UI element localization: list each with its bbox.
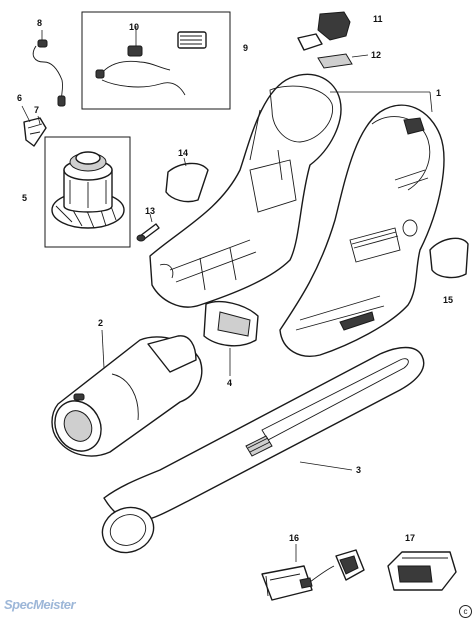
part-3-nozzle (101, 346, 425, 554)
callout-12: 12 (371, 50, 381, 60)
part-6-7-switch-bracket (21, 105, 47, 147)
part-15-pad (429, 237, 469, 279)
part-16-charger (261, 544, 365, 601)
callout-9: 9 (243, 43, 248, 53)
watermark-logo: SpecMeister (4, 597, 76, 612)
part-10-wiring-harness (95, 26, 207, 96)
part-5-motor-box (44, 136, 131, 248)
part-1-housing-right (279, 104, 445, 357)
callout-11: 11 (373, 14, 383, 24)
callout-6: 6 (17, 93, 22, 103)
part-14-pad (165, 157, 209, 203)
part-5-motor-fan (51, 151, 125, 229)
part-17-battery (387, 551, 457, 591)
callout-2: 2 (98, 318, 103, 328)
callout-1: 1 (436, 88, 441, 98)
callout-7: 7 (34, 105, 39, 115)
callout-4: 4 (227, 378, 232, 388)
part-9-assembly-box (81, 11, 231, 110)
part-11-trigger-switch (297, 11, 351, 51)
callout-8: 8 (37, 18, 42, 28)
callout-17: 17 (405, 533, 415, 543)
part-2-fan-tube (51, 329, 203, 457)
callout-3: 3 (356, 465, 361, 475)
callout-16: 16 (289, 533, 299, 543)
part-12-label (317, 53, 369, 69)
callout-14: 14 (178, 148, 188, 158)
callout-13: 13 (145, 206, 155, 216)
callout-10: 10 (129, 22, 139, 32)
part-4-nozzle-insert (203, 300, 259, 376)
copyright-icon: c (459, 605, 472, 618)
callout-15: 15 (443, 295, 453, 305)
part-1-housing-left (149, 73, 342, 308)
callout-5: 5 (22, 193, 27, 203)
part-8-wire-clip (32, 30, 66, 107)
part-13-screw (136, 213, 160, 242)
